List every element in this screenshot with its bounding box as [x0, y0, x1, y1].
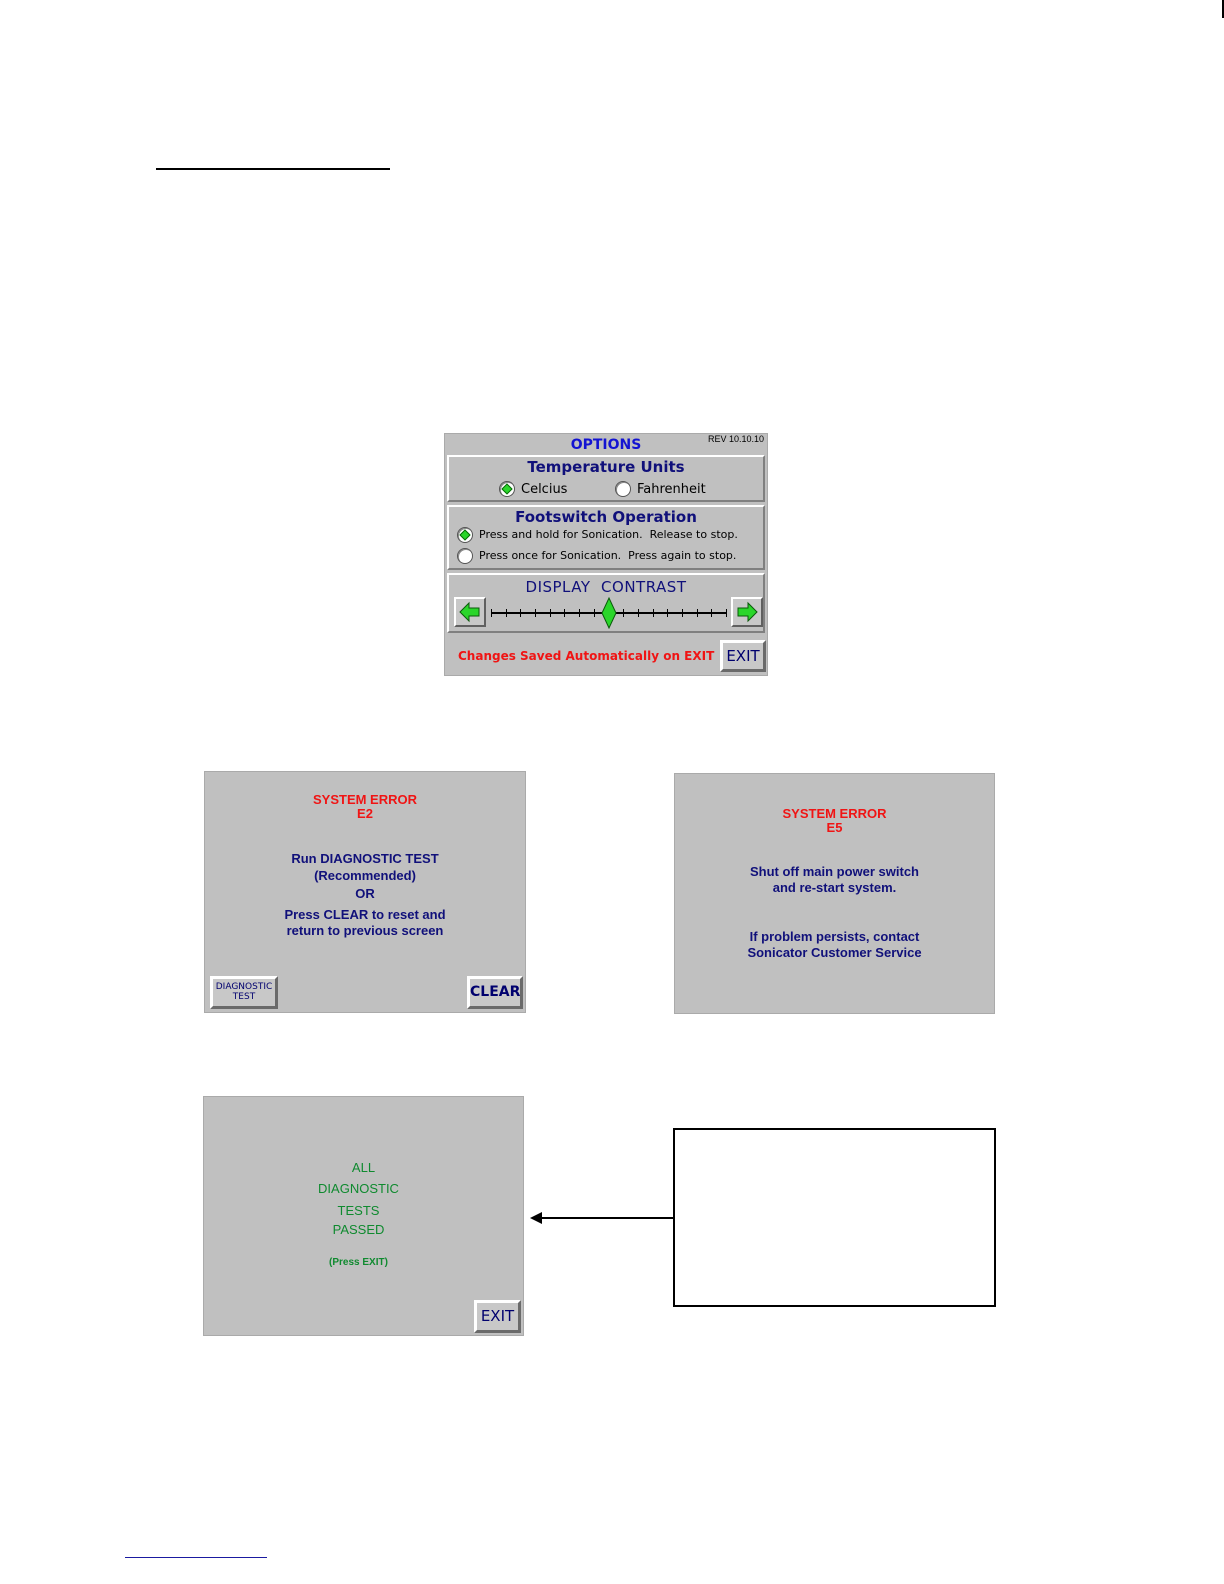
- press-and-hold-label: Press and hold for Sonication. Release t…: [479, 528, 738, 541]
- radio-fahrenheit-label: Fahrenheit: [637, 482, 706, 497]
- diagnostic-test-button[interactable]: DIAGNOSTIC TEST: [210, 976, 278, 1009]
- arrow-left-icon: [459, 601, 480, 623]
- error-instruction-line: OR: [355, 886, 375, 901]
- diagnostic-test-label-1: DIAGNOSTIC: [215, 982, 273, 992]
- contrast-tick: [623, 609, 624, 617]
- error-code: E5: [826, 820, 843, 835]
- radio-fahrenheit[interactable]: Fahrenheit: [615, 481, 735, 499]
- radio-unselected-icon: [457, 548, 473, 564]
- press-once-label: Press once for Sonication. Press again t…: [479, 549, 737, 562]
- passed-message-line: DIAGNOSTIC: [318, 1181, 399, 1196]
- diagnostic-test-label-2: TEST: [232, 992, 256, 1002]
- exit-button[interactable]: EXIT: [720, 640, 766, 672]
- display-contrast-group: DISPLAY CONTRAST: [447, 573, 765, 633]
- options-screen: OPTIONS REV 10.10.10 Temperature Units C…: [444, 433, 768, 676]
- contrast-increase-button[interactable]: [731, 597, 763, 627]
- radio-selected-icon: [457, 527, 473, 543]
- radio-press-once[interactable]: Press once for Sonication. Press again t…: [457, 548, 763, 566]
- page-edge-line: [1222, 0, 1224, 18]
- press-exit-hint: (Press EXIT): [329, 1257, 388, 1268]
- radio-celcius[interactable]: Celcius: [499, 481, 599, 499]
- arrow-right-icon: [737, 601, 758, 623]
- contrast-tick: [682, 609, 683, 617]
- error-instruction-line: and re-start system.: [772, 880, 897, 895]
- section-heading-underline: [156, 168, 390, 170]
- footswitch-heading: Footswitch Operation: [515, 508, 697, 526]
- radio-press-and-hold[interactable]: Press and hold for Sonication. Release t…: [457, 527, 763, 545]
- radio-selected-icon: [499, 481, 515, 497]
- system-error-e2-screen: SYSTEM ERROR E2 Run DIAGNOSTIC TEST (Rec…: [204, 771, 526, 1013]
- error-instruction-line: If problem persists, contact: [749, 929, 920, 944]
- error-instruction-line: (Recommended): [314, 868, 416, 883]
- contrast-decrease-button[interactable]: [454, 597, 486, 627]
- contrast-tick: [653, 609, 654, 617]
- contrast-tick: [535, 609, 536, 617]
- radio-unselected-icon: [615, 481, 631, 497]
- contrast-tick: [697, 609, 698, 617]
- footswitch-operation-group: Footswitch Operation Press and hold for …: [447, 505, 765, 570]
- clear-button[interactable]: CLEAR: [467, 976, 523, 1009]
- callout-arrow-icon: [530, 1212, 674, 1224]
- revision-label: REV 10.10.10: [707, 434, 764, 444]
- display-contrast-heading: DISPLAY CONTRAST: [525, 578, 687, 596]
- contrast-tick: [579, 609, 580, 617]
- contrast-tick: [506, 609, 507, 617]
- contrast-tick: [550, 609, 551, 617]
- error-instruction-line: Shut off main power switch: [749, 864, 919, 879]
- error-instruction-line: Sonicator Customer Service: [747, 945, 922, 960]
- temperature-units-heading: Temperature Units: [527, 458, 685, 476]
- contrast-tick: [638, 609, 639, 617]
- error-code: E2: [357, 806, 373, 821]
- auto-save-note: Changes Saved Automatically on EXIT: [458, 649, 715, 663]
- contrast-slider-thumb[interactable]: [601, 597, 617, 629]
- error-title: SYSTEM ERROR: [312, 792, 417, 807]
- error-instruction-line: return to previous screen: [286, 923, 444, 938]
- contrast-tick: [711, 609, 712, 617]
- error-instruction-line: Press CLEAR to reset and: [284, 907, 446, 922]
- callout-box: [673, 1128, 996, 1307]
- footnote-rule: [125, 1557, 267, 1558]
- contrast-tick: [564, 609, 565, 617]
- contrast-tick: [594, 609, 595, 617]
- passed-message-line: ALL: [351, 1160, 376, 1175]
- error-title: SYSTEM ERROR: [782, 806, 887, 821]
- contrast-tick: [726, 609, 727, 617]
- exit-button[interactable]: EXIT: [474, 1300, 521, 1333]
- contrast-tick: [667, 609, 668, 617]
- options-title: OPTIONS: [570, 437, 642, 453]
- passed-message-line: PASSED: [332, 1222, 385, 1237]
- system-error-e5-screen: SYSTEM ERROR E5 Shut off main power swit…: [674, 773, 995, 1014]
- diagnostics-passed-screen: ALL DIAGNOSTIC TESTS PASSED (Press EXIT)…: [203, 1096, 524, 1336]
- contrast-tick: [520, 609, 521, 617]
- temperature-units-group: Temperature Units Celcius Fahrenheit: [447, 455, 765, 502]
- error-instruction-line: Run DIAGNOSTIC TEST: [291, 851, 439, 866]
- passed-message-line: TESTS: [337, 1203, 380, 1218]
- contrast-tick: [491, 609, 492, 617]
- radio-celcius-label: Celcius: [521, 482, 568, 497]
